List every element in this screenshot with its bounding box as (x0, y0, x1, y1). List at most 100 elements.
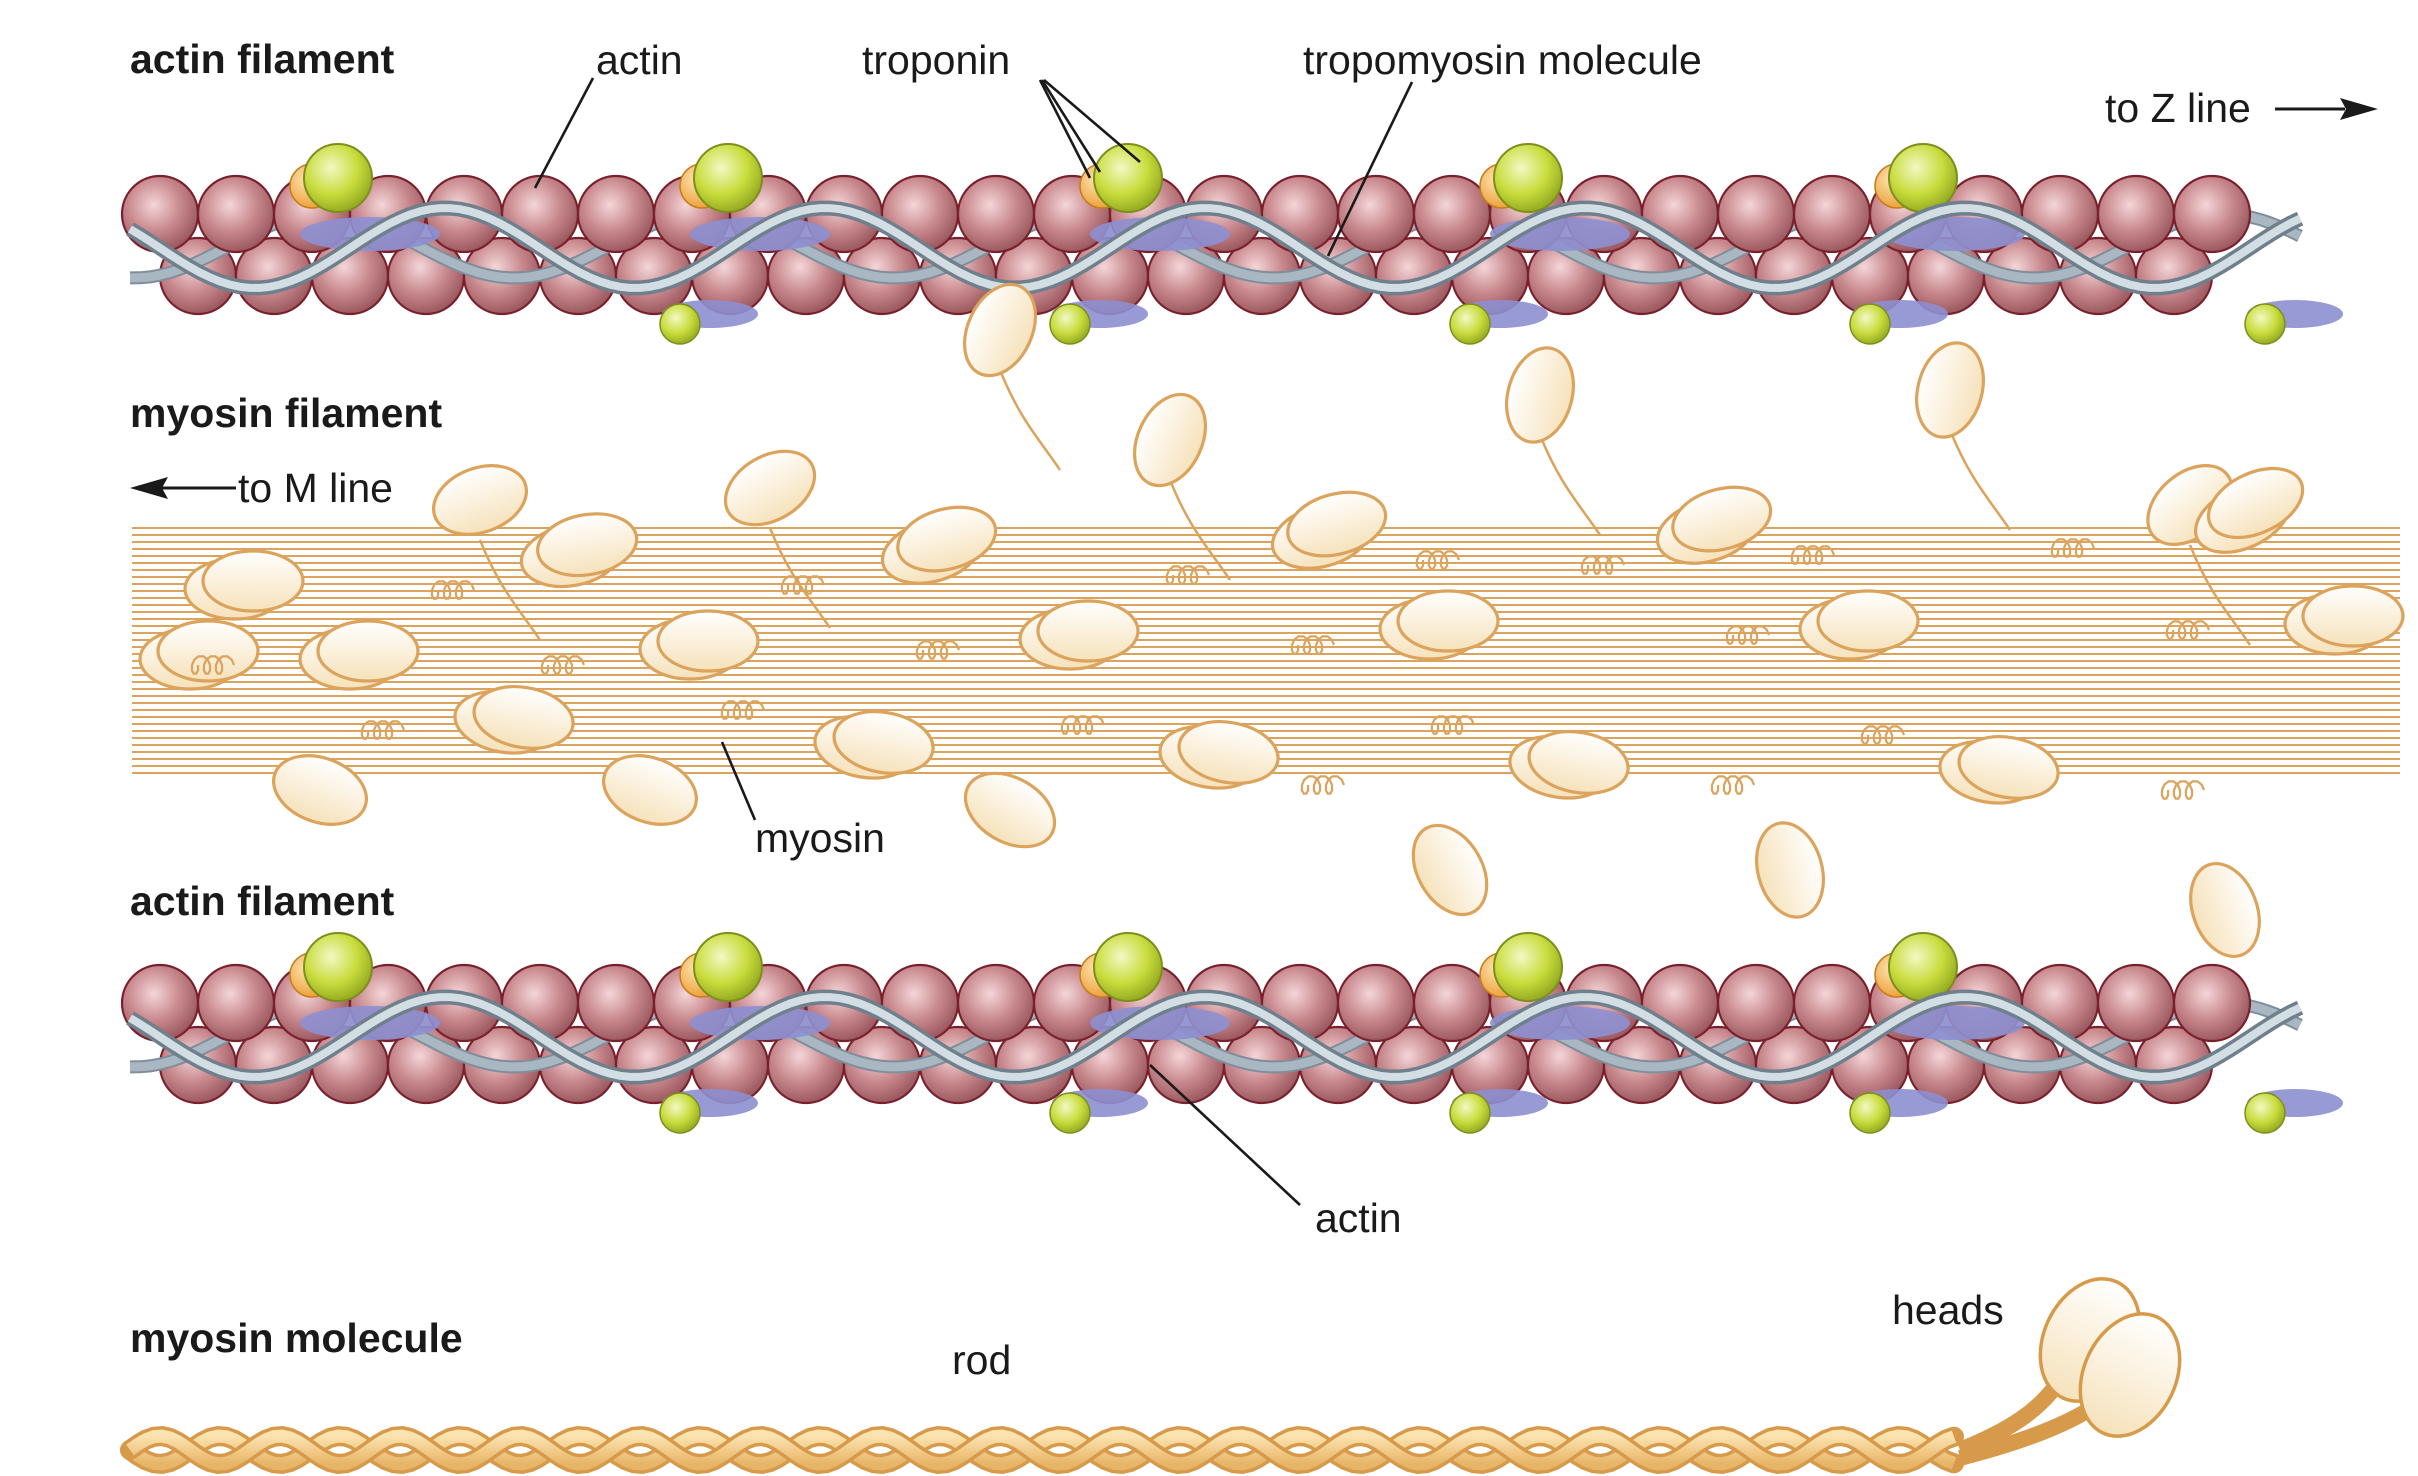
actin-subunit (2172, 963, 2252, 1043)
myosin-neck-coil (1710, 775, 1756, 795)
troponin-subunit-lower (659, 303, 701, 345)
label-to-m-line: to M line (238, 465, 393, 511)
leader-troponin-1 (1038, 79, 1092, 179)
actin-filament-top (120, 143, 2343, 345)
troponin-subunit-green (1888, 932, 1958, 1002)
leader-actin-top (533, 77, 595, 189)
actin-subunit (1716, 174, 1796, 254)
actin-subunit (576, 963, 656, 1043)
label-myosin: myosin (755, 815, 885, 861)
myosin-head (1505, 346, 1575, 444)
section-myosin-molecule: myosin molecule (130, 1315, 463, 1361)
myosin-molecule-heads (2038, 1277, 2182, 1438)
myosin-head (2283, 584, 2405, 656)
myosin-neck-coil (190, 655, 236, 675)
myosin-rod-strand-fill (126, 1429, 1957, 1471)
actin-subunit (2172, 174, 2252, 254)
troponin-subunit-green (303, 932, 373, 1002)
myosin-neck (478, 539, 542, 641)
myosin-head (1508, 730, 1630, 800)
actin-subunit (2096, 174, 2176, 254)
myosin-neck-coil (2160, 780, 2206, 800)
myosin-head (1938, 735, 2060, 805)
actin-subunit (196, 174, 276, 254)
label-rod: rod (952, 1337, 1011, 1383)
troponin-subunit-green (693, 143, 763, 213)
actin-subunit (956, 963, 1036, 1043)
troponin-subunit-green (1493, 932, 1563, 1002)
myosin-head (138, 619, 260, 691)
myosin-head (1755, 821, 1825, 919)
arrow-to-z-line (2275, 98, 2378, 120)
label-to-z-line: to Z line (2105, 85, 2251, 131)
label-tropomyosin: tropomyosin molecule (1303, 37, 1702, 83)
myosin-neck-coil (1430, 715, 1476, 735)
troponin-subunit-green (303, 143, 373, 213)
troponin-subunit-lower (1049, 303, 1091, 345)
troponin-subunit-green (1888, 143, 1958, 213)
actin-subunit (1792, 174, 1872, 254)
actin-subunit (1336, 963, 1416, 1043)
section-actin-filament-bottom: actin filament (130, 878, 395, 924)
label-troponin: troponin (862, 37, 1010, 83)
leader-tropomyosin (1326, 81, 1414, 257)
leader-troponin-2 (1040, 79, 1102, 173)
leader-lines (533, 77, 1414, 1206)
troponin-subunit-lower (659, 1092, 701, 1134)
troponin-subunit-lower (1449, 1092, 1491, 1134)
myosin-neck-coil (1415, 550, 1461, 570)
myosin-neck-coil (720, 700, 766, 720)
myosin-head (1798, 589, 1920, 661)
leader-actin-bottom (1149, 1064, 1301, 1206)
myosin-neck-coil (2050, 538, 2096, 558)
myosin-head (601, 754, 699, 826)
actin-subunit (576, 174, 656, 254)
troponin-subunit-green (1093, 932, 1163, 1002)
actin-filament-bottom (120, 932, 2343, 1134)
myosin-head (1915, 341, 1985, 439)
myosin-neck (998, 369, 1062, 471)
myosin-neck-coil (1300, 775, 1346, 795)
arrow-to-m-line (130, 477, 236, 499)
myosin-neck (2188, 544, 2252, 646)
myosin-head (813, 710, 935, 780)
actin-subunit (1716, 963, 1796, 1043)
actin-subunit (1792, 963, 1872, 1043)
myosin-neck-coil (2165, 620, 2211, 640)
myosin-neck (1538, 434, 1602, 536)
myosin-neck-coil (1060, 715, 1106, 735)
myosin-neck-coil (915, 640, 961, 660)
myosin-head (880, 505, 998, 585)
label-actin-bottom: actin (1315, 1195, 1402, 1241)
myosin-head (723, 449, 817, 527)
myosin-head (453, 685, 575, 755)
myosin-neck-coil (1790, 545, 1836, 565)
myosin-neck-coil (1860, 725, 1906, 745)
myosin-neck-coil (1290, 635, 1336, 655)
troponin-subunit-lower (1849, 303, 1891, 345)
troponin-subunit-lower (2244, 1092, 2286, 1134)
myosin-neck-coil (1165, 565, 1211, 585)
myosin-neck-coil (540, 655, 586, 675)
troponin-subunit-green (1493, 143, 1563, 213)
myosin-head (298, 619, 420, 691)
myosin-neck-coil (1580, 555, 1626, 575)
myosin-neck-coil (360, 720, 406, 740)
tropomyosin-strand-highlight (127, 993, 2302, 1081)
myosin-head (183, 549, 305, 621)
myosin-neck-coil (1725, 625, 1771, 645)
troponin-subunit-lower (1449, 303, 1491, 345)
myosin-head (2189, 861, 2261, 959)
section-myosin-filament: myosin filament (130, 390, 442, 436)
troponin-subunit-lower (2244, 303, 2286, 345)
myosin-neck-coil (780, 575, 826, 595)
actin-subunit (1412, 963, 1492, 1043)
myosin-head (1411, 823, 1489, 917)
actin-subunit (2096, 963, 2176, 1043)
leader-myosin (720, 741, 757, 821)
troponin-subunit-lower (1849, 1092, 1891, 1134)
myosin-head (638, 609, 760, 681)
myosin-head (1270, 490, 1388, 570)
myosin-head (1378, 589, 1500, 661)
